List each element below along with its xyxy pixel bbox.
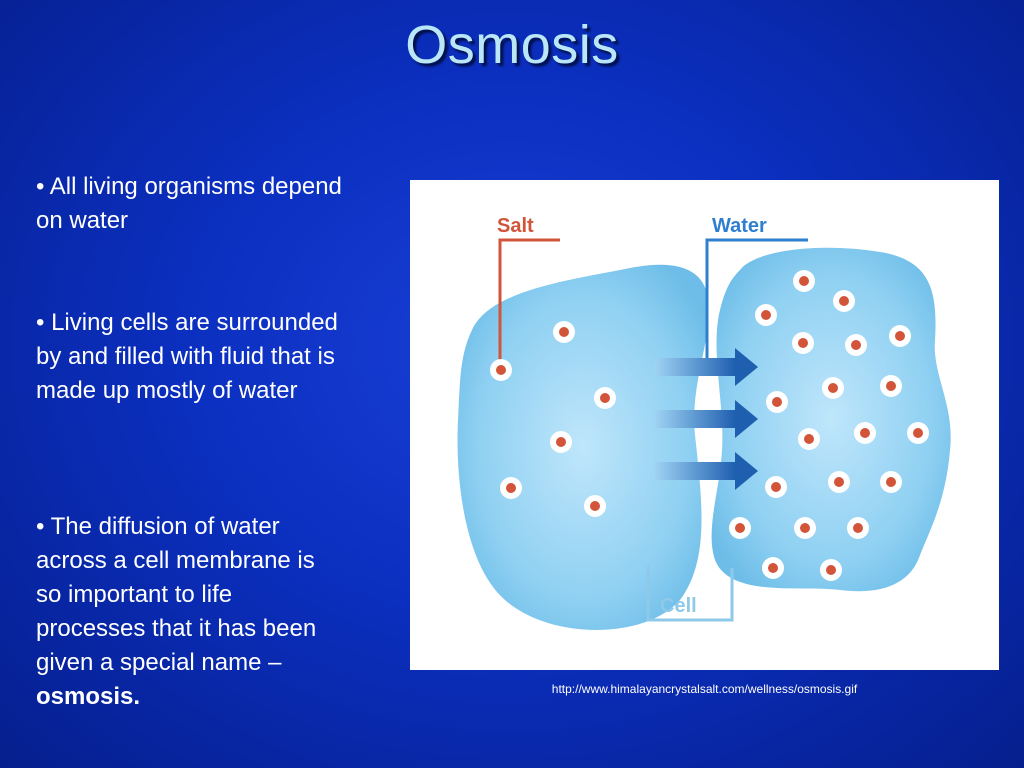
image-source-caption: http://www.himalayancrystalsalt.com/well… bbox=[551, 682, 858, 696]
water-label: Water bbox=[712, 215, 767, 237]
salt-particle bbox=[847, 517, 869, 539]
cell-label: Cell bbox=[660, 595, 697, 617]
salt-particle bbox=[880, 471, 902, 493]
salt-particle bbox=[822, 377, 844, 399]
water-flow-arrows bbox=[655, 348, 758, 490]
salt-particle bbox=[500, 477, 522, 499]
salt-particle bbox=[798, 428, 820, 450]
bullet-3-text: • The diffusion of water across a cell m… bbox=[36, 513, 317, 676]
salt-particle bbox=[729, 517, 751, 539]
left-cell-particles bbox=[490, 321, 616, 517]
salt-particle bbox=[828, 471, 850, 493]
arrow-3 bbox=[655, 452, 758, 490]
slide-title: Osmosis bbox=[405, 15, 619, 75]
salt-particle bbox=[550, 431, 572, 453]
cell-leader-line bbox=[646, 566, 734, 622]
osmosis-diagram: Salt Water Cell bbox=[410, 180, 999, 670]
arrow-1 bbox=[655, 348, 758, 386]
bullet-1: • All living organisms depend on water bbox=[36, 173, 342, 234]
salt-particle bbox=[490, 359, 512, 381]
water-leader-line bbox=[705, 238, 808, 370]
salt-particle bbox=[755, 304, 777, 326]
left-cell bbox=[457, 264, 709, 630]
salt-leader-line bbox=[498, 238, 560, 370]
salt-particle bbox=[766, 391, 788, 413]
bullet-3: • The diffusion of water across a cell m… bbox=[36, 510, 336, 714]
arrow-2 bbox=[655, 400, 758, 438]
right-cell-particles bbox=[729, 270, 929, 581]
salt-particle bbox=[854, 422, 876, 444]
salt-particle bbox=[584, 495, 606, 517]
salt-particle bbox=[907, 422, 929, 444]
salt-particle bbox=[880, 375, 902, 397]
salt-particle bbox=[765, 476, 787, 498]
salt-particle bbox=[793, 270, 815, 292]
bullet-3-bold-term: osmosis. bbox=[36, 683, 141, 710]
salt-particle bbox=[845, 334, 867, 356]
salt-particle bbox=[889, 325, 911, 347]
salt-particle bbox=[553, 321, 575, 343]
salt-particle bbox=[794, 517, 816, 539]
salt-particle bbox=[762, 557, 784, 579]
salt-particle bbox=[820, 559, 842, 581]
salt-particle bbox=[833, 290, 855, 312]
bullet-2: • Living cells are surrounded by and fil… bbox=[36, 309, 338, 404]
salt-particle bbox=[792, 332, 814, 354]
osmosis-diagram-svg: Salt Water Cell bbox=[457, 215, 951, 630]
salt-label: Salt bbox=[497, 215, 534, 237]
salt-particle bbox=[594, 387, 616, 409]
